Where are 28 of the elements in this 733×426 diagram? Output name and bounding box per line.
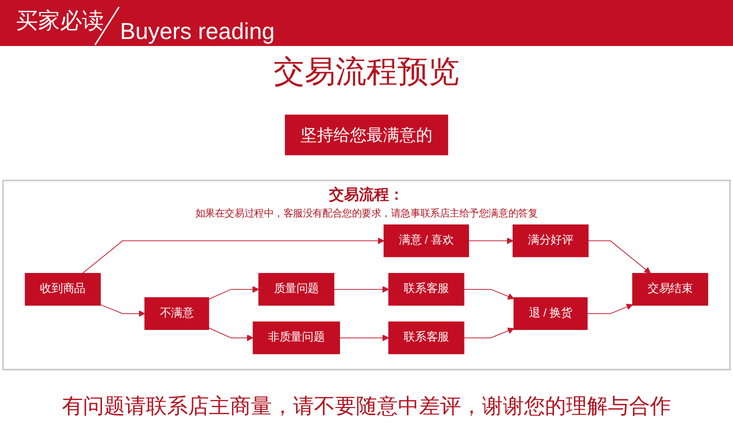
group-note: 如果在交易过程中，客服没有配合您的要求，请急事联系店主给予您满意的答复: [195, 207, 538, 218]
process-box: 退 / 换货: [514, 296, 588, 330]
arrow: [588, 240, 651, 274]
process-box: 交易结束: [632, 272, 708, 306]
arrow: [586, 303, 633, 314]
banner-heading: 买家必读: [16, 8, 104, 34]
process-box: 收到商品: [24, 272, 101, 306]
caption: 有问题请联系店主商量，请不要随意中差评，谢谢您的理解与合作: [62, 395, 671, 418]
arrow: [208, 327, 254, 341]
process-box: 满意 / 喜欢: [384, 224, 469, 257]
banner-subheading: Buyers reading: [120, 18, 275, 44]
process-box: 非质量问题: [252, 321, 340, 354]
process-box: 不满意: [144, 296, 210, 330]
process-box: 联系客服: [388, 272, 464, 306]
banner-box: 坚持给您最满意的: [284, 114, 448, 155]
process-box: 满分好评: [512, 224, 589, 257]
arrow: [464, 327, 514, 338]
arrow: [100, 304, 146, 317]
process-box: 质量问题: [258, 272, 334, 306]
process-box: 联系客服: [388, 321, 464, 354]
title: 交易流程预览: [274, 54, 460, 89]
group-heading: 交易流程：: [328, 186, 404, 203]
arrow: [468, 237, 514, 244]
arrow: [208, 286, 260, 300]
arrow: [339, 334, 389, 341]
arrow: [82, 237, 384, 274]
arrow: [464, 288, 514, 300]
arrow: [334, 286, 389, 292]
